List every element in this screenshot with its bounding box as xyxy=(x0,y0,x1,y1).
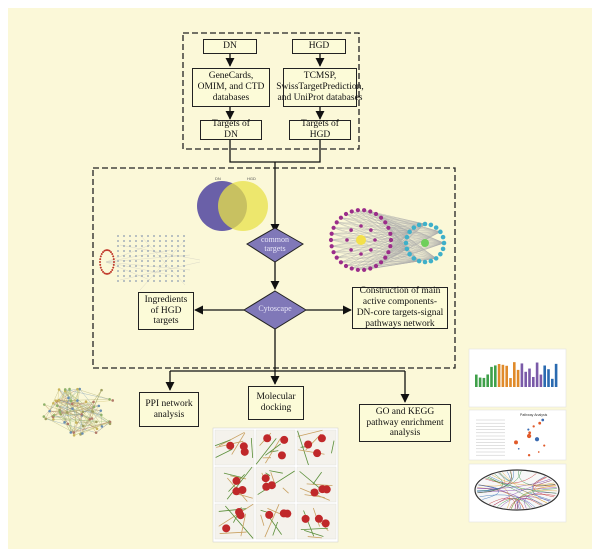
pathway-analysis-title: Pathway Analysis xyxy=(520,413,547,417)
dn-targets-box: Targets of DN xyxy=(200,119,262,140)
docking-box: Molecular docking xyxy=(248,386,304,420)
enrichment-figures: Pathway Analysis xyxy=(468,348,567,523)
ppi-network-image xyxy=(42,387,115,437)
hgd-databases-box: TCMSP, SwissTargetPrediction, and UniPro… xyxy=(276,68,364,107)
venn-hgd-label: HGD xyxy=(247,176,256,181)
merge-line-hgd xyxy=(275,140,321,163)
middle-dashed-frame xyxy=(92,167,456,369)
bubble-chart-thumb xyxy=(468,409,567,461)
merge-line-dn xyxy=(229,140,275,163)
ingredients-box: Ingredients of HGD targets xyxy=(138,292,194,330)
ppi-box: PPI network analysis xyxy=(139,392,199,427)
ingredients-network-image xyxy=(99,234,201,291)
construction-box: Construction of main active components-D… xyxy=(352,286,448,329)
hub-node xyxy=(356,235,366,245)
common-targets-label: common targets xyxy=(261,235,289,253)
top-dashed-frame xyxy=(182,32,360,150)
venn-diagram: DN HGD xyxy=(197,176,268,231)
cytoscape-label: Cytoscape xyxy=(258,304,292,313)
construction-network-image xyxy=(328,208,447,272)
hgd-box: HGD xyxy=(292,39,346,54)
dn-box: DN xyxy=(203,39,257,54)
venn-dn-label: DN xyxy=(215,176,221,181)
hgd-targets-box: Targets of HGD xyxy=(289,119,351,140)
go-kegg-box: GO and KEGG pathway enrichment analysis xyxy=(359,404,451,442)
docking-images xyxy=(212,427,339,543)
dn-databases-box: GeneCards, OMIM, and CTD databases xyxy=(192,68,270,107)
venn-hgd-circle xyxy=(218,181,268,231)
hub-node-right xyxy=(421,239,429,247)
